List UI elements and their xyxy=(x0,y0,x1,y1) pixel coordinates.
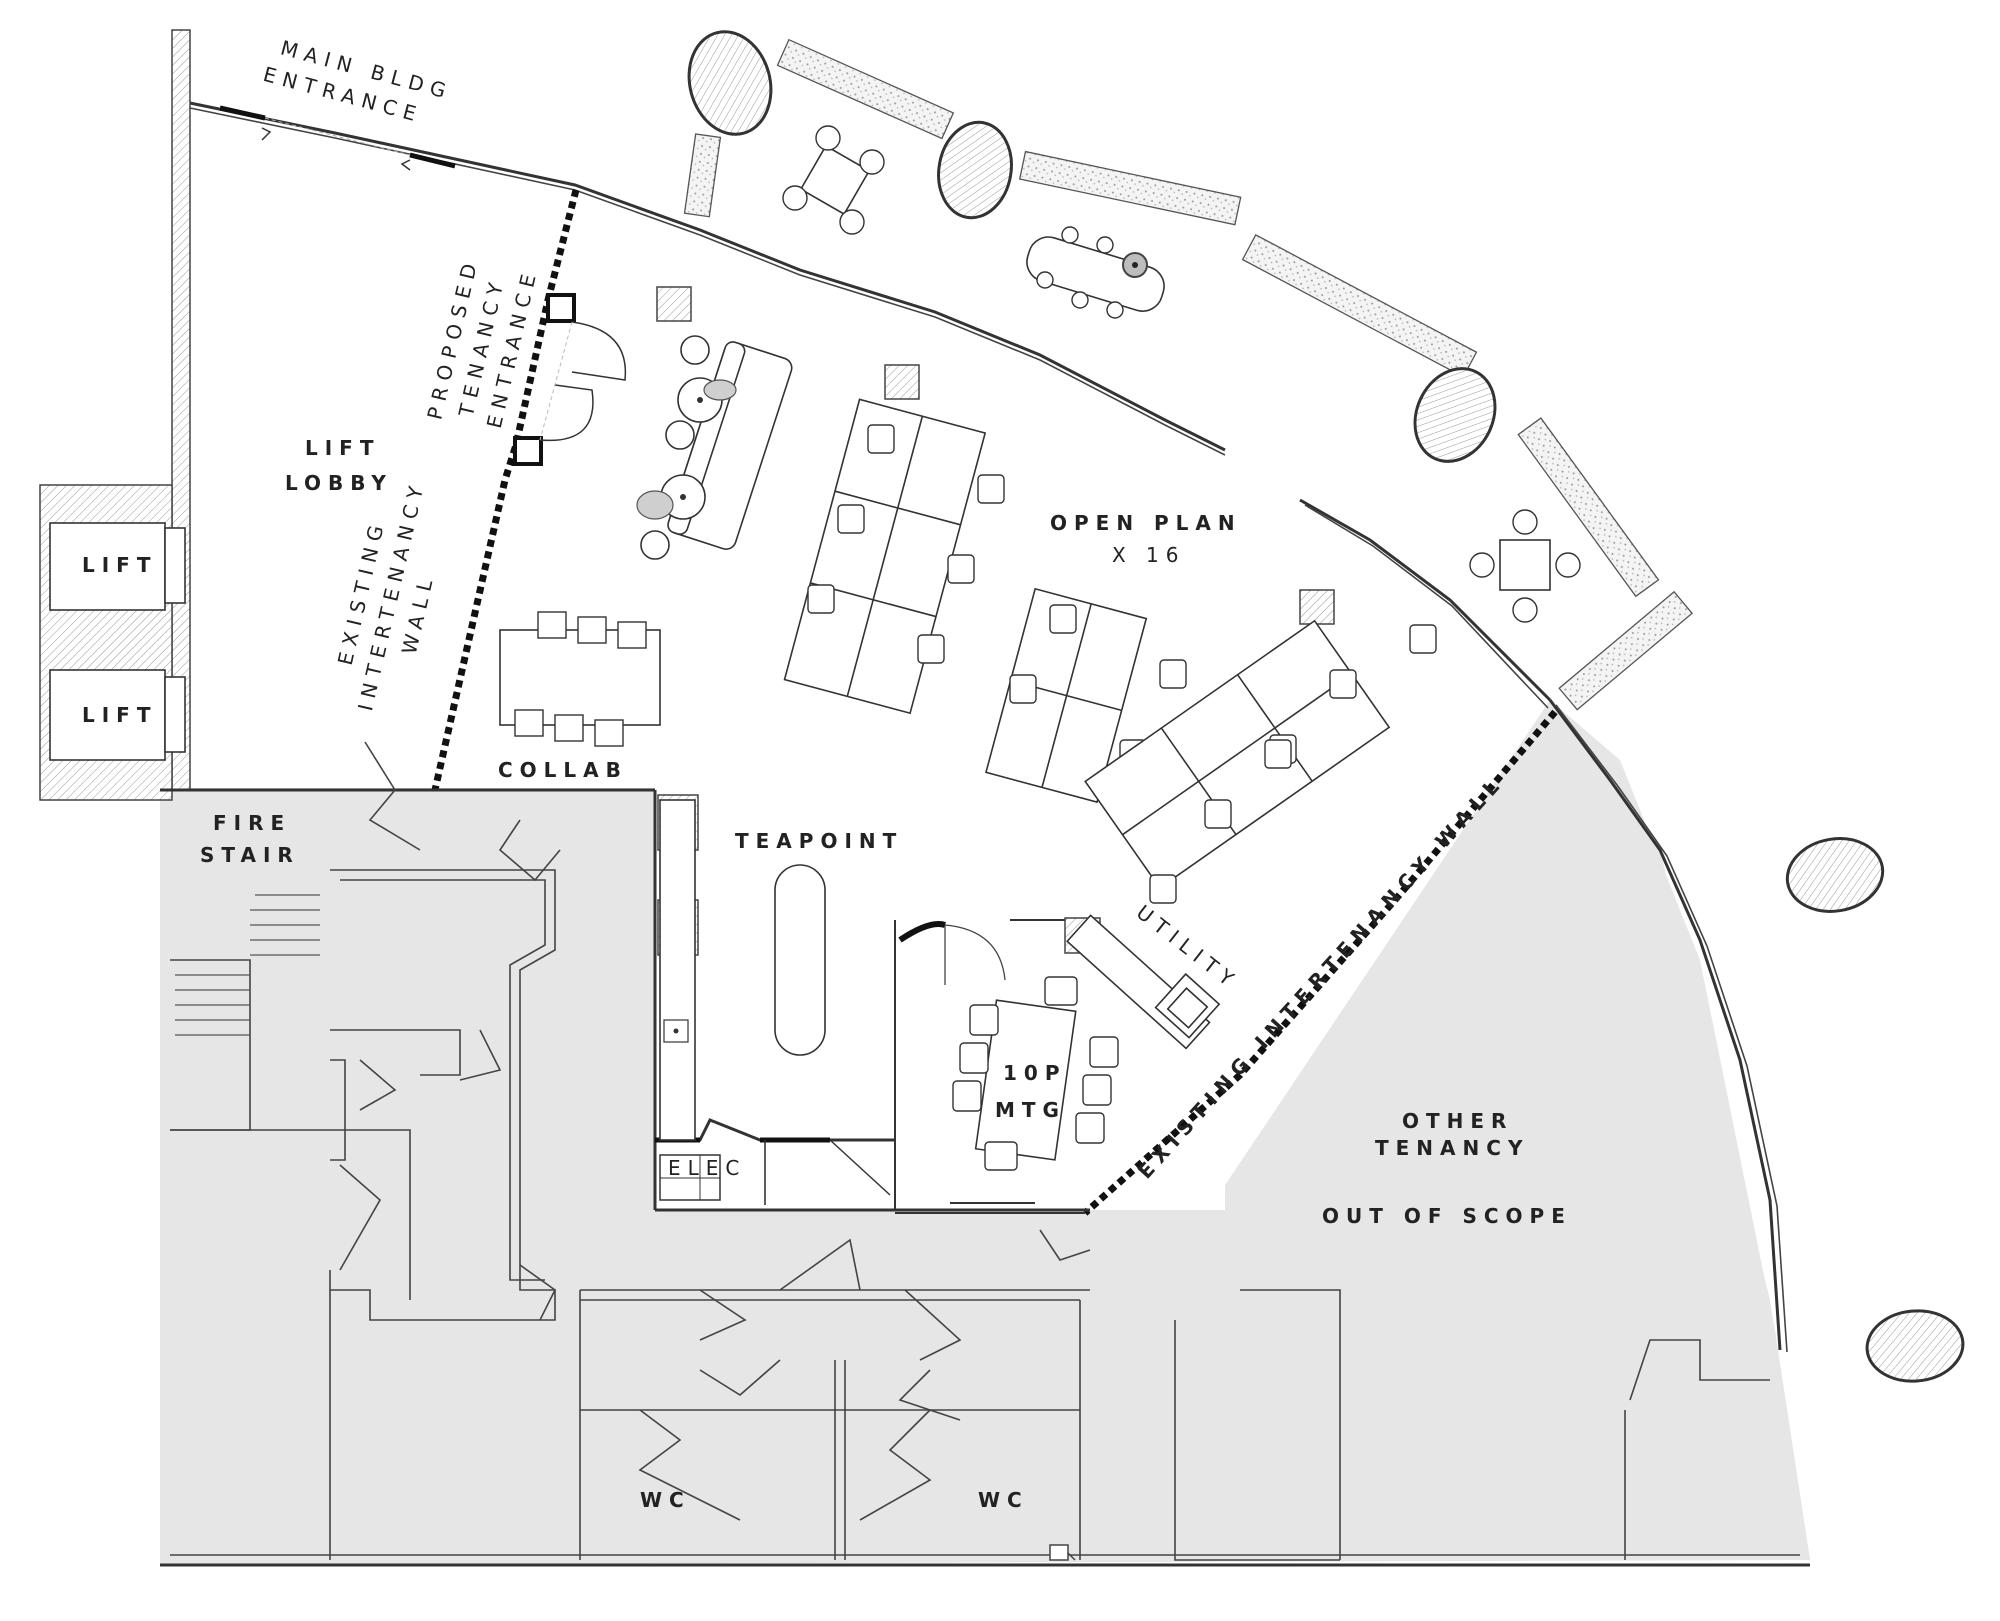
teapoint-bench xyxy=(659,799,826,1141)
fire-stair-label-1: FIRE xyxy=(213,811,291,835)
out-of-scope-areas xyxy=(160,700,1810,1565)
proposed-tenancy-entrance[interactable] xyxy=(513,293,627,466)
meeting-label-2: MTG xyxy=(995,1098,1066,1122)
lift-door-2[interactable] xyxy=(164,676,186,753)
lift-label-2: LIFT xyxy=(82,703,158,727)
desk-cluster-3 xyxy=(1084,619,1437,904)
west-wall xyxy=(39,29,191,801)
desk-cluster-1 xyxy=(783,364,1005,715)
out-of-scope-label: OUT OF SCOPE xyxy=(1322,1204,1572,1228)
lift-door-1[interactable] xyxy=(164,527,186,604)
lift-car-1 xyxy=(49,522,166,611)
other-tenancy-label-1: OTHER xyxy=(1402,1109,1513,1133)
collab-table xyxy=(499,611,661,747)
fire-stair-label-2: STAIR xyxy=(200,843,300,867)
collab-label: COLLAB xyxy=(498,758,628,782)
fire-stair-steps xyxy=(175,894,320,1036)
open-plan-label: OPEN PLAN xyxy=(1050,511,1242,535)
utility-counter xyxy=(1066,914,1221,1050)
exterior-terrace xyxy=(683,30,1965,1383)
lift-label-1: LIFT xyxy=(82,553,158,577)
wc-right-label: WC xyxy=(978,1488,1029,1512)
wc-left-label: WC xyxy=(640,1488,691,1512)
north-facade xyxy=(189,101,1788,1353)
teapoint-label: TEAPOINT xyxy=(735,829,903,853)
existing-intertenancy-wall-east xyxy=(1082,709,1558,1216)
open-plan-count-label: X 16 xyxy=(1112,543,1186,567)
lift-lobby-label-2: LOBBY xyxy=(285,471,393,495)
lift-lobby-label-1: LIFT xyxy=(305,436,381,460)
meeting-label-1: 10P xyxy=(1003,1061,1067,1085)
lounge-area xyxy=(636,286,793,560)
elec-label: ELEC xyxy=(668,1156,746,1180)
main-entrance-doors[interactable] xyxy=(219,105,456,171)
lift-car-2 xyxy=(49,669,166,761)
teapoint-table xyxy=(774,864,826,1056)
meeting-table xyxy=(952,976,1119,1171)
existing-intertenancy-wall-west xyxy=(431,189,580,791)
other-tenancy-label-2: TENANCY xyxy=(1375,1136,1529,1160)
